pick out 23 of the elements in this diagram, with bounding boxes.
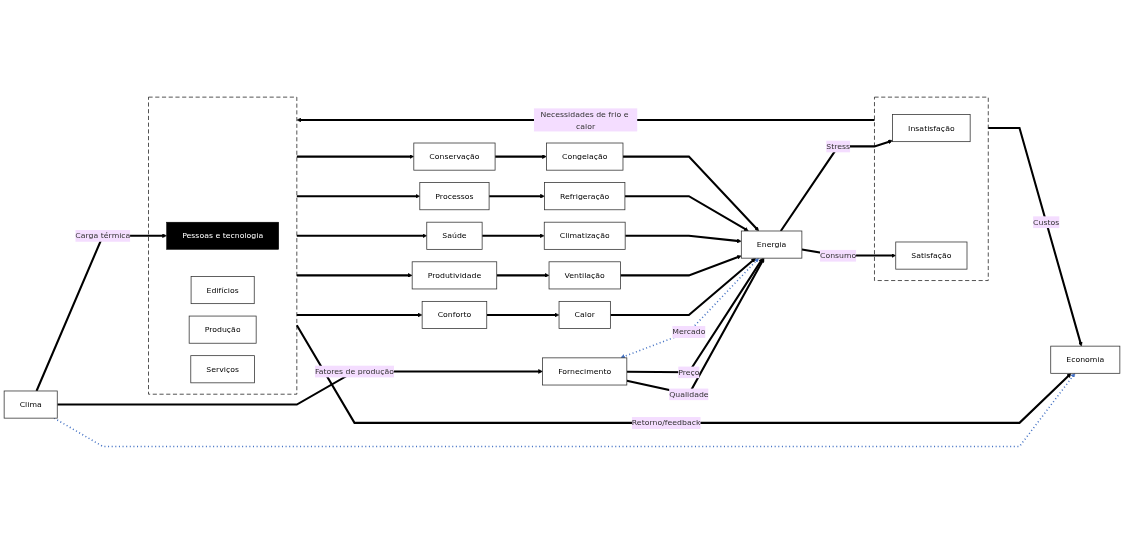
arrow (486, 312, 560, 317)
arrow (779, 139, 893, 232)
arrow (296, 272, 413, 278)
arrow (988, 126, 1083, 347)
arrow (626, 257, 763, 373)
arrow (625, 234, 742, 243)
arrow (623, 155, 760, 231)
arrow (624, 194, 749, 231)
arrow (296, 312, 423, 317)
arrow (620, 257, 759, 359)
arrow (620, 254, 742, 277)
arrow (495, 154, 547, 159)
arrow (296, 233, 427, 238)
arrow (57, 368, 543, 406)
arrow (296, 154, 414, 159)
arrow (496, 272, 550, 278)
arrow (296, 193, 420, 199)
arrow (295, 324, 1072, 424)
cluster (148, 96, 298, 395)
arrow (610, 257, 756, 316)
arrow (489, 193, 545, 199)
arrow (482, 233, 545, 238)
cluster (874, 96, 989, 281)
